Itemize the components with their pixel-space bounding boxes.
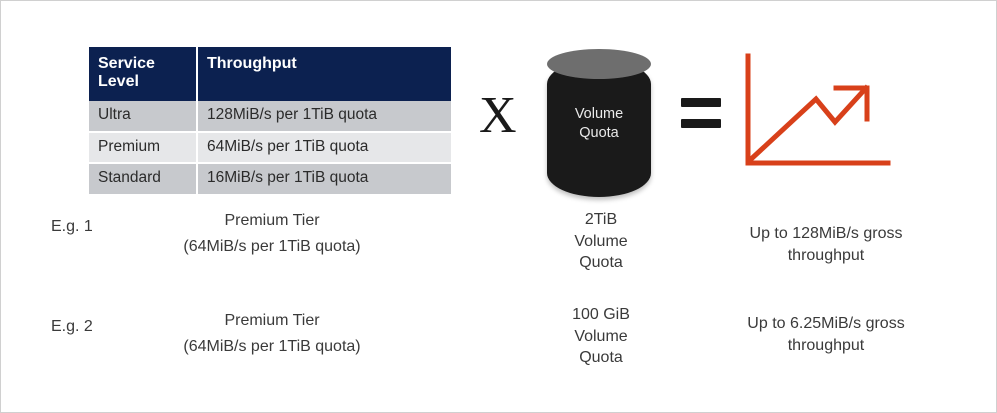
example-2-tier-line2: (64MiB/s per 1TiB quota) [183,337,361,355]
cell-service-level-standard: Standard [89,162,198,194]
cylinder-top-ellipse [547,49,651,79]
cylinder-label-line2: Quota [579,125,619,142]
example-1-label: E.g. 1 [51,218,93,235]
cylinder-body [547,60,651,197]
cylinder-label-line1: Volume [574,106,624,122]
volume-quota-cylinder: Volume Quota [547,49,651,197]
example-2-tier-line1: Premium Tier [224,312,320,329]
example-2-tier: Premium Tier (64MiB/s per 1TiB quota) [107,308,437,359]
column-header-service-level-line1: Service [98,55,155,72]
cell-service-level-ultra: Ultra [89,100,198,133]
example-1-tier-line2: (64MiB/s per 1TiB quota) [183,237,361,255]
table-header-row: Service Level Throughput [89,47,451,101]
example-2-volume: 100 GiB Volume Quota [526,304,676,369]
example-2-label: E.g. 2 [51,318,93,335]
table-row: Standard 16MiB/s per 1TiB quota [89,162,451,194]
example-2-result: Up to 6.25MiB/s gross throughput [701,313,951,356]
example-2-result-line1: Up to 6.25MiB/s gross [747,315,905,332]
cell-throughput-standard: 16MiB/s per 1TiB quota [197,162,451,194]
example-1-result: Up to 128MiB/s gross throughput [701,223,951,266]
column-header-throughput: Throughput [197,47,451,101]
cell-throughput-ultra: 128MiB/s per 1TiB quota [197,100,451,133]
example-1-volume-line1: 2TiB [584,211,618,228]
service-level-table: Service Level Throughput Ultra 128MiB/s … [89,47,451,194]
table-row: Ultra 128MiB/s per 1TiB quota [89,100,451,133]
cylinder-label: Volume Quota [547,105,651,143]
example-1-result-line1: Up to 128MiB/s gross [749,225,903,242]
example-1-tier: Premium Tier (64MiB/s per 1TiB quota) [107,208,437,259]
equals-bar-top [681,98,721,107]
column-header-throughput-line1: Throughput [207,55,297,72]
column-header-service-level-line2: Level [98,72,139,90]
equals-operator-icon [681,98,723,140]
example-2-volume-line2: Volume [574,327,628,345]
example-1-volume-line3: Quota [579,254,623,272]
table-row: Premium 64MiB/s per 1TiB quota [89,131,451,164]
growth-line-chart-icon [743,53,893,196]
cell-throughput-premium: 64MiB/s per 1TiB quota [197,131,451,164]
example-2-volume-line1: 100 GiB [572,306,630,323]
multiply-operator-icon: X [479,87,517,144]
example-2-result-line2: throughput [787,336,865,354]
example-1-volume: 2TiB Volume Quota [526,209,676,274]
column-header-service-level: Service Level [89,47,198,101]
cell-service-level-premium: Premium [89,131,198,164]
chart-arrow-head [833,85,870,122]
example-2-volume-line3: Quota [579,349,623,367]
example-1-result-line2: throughput [787,246,865,264]
example-1-tier-line1: Premium Tier [224,212,320,229]
example-1-volume-line2: Volume [574,232,628,250]
chart-trend-line [745,84,870,165]
equals-bar-bottom [681,119,721,128]
